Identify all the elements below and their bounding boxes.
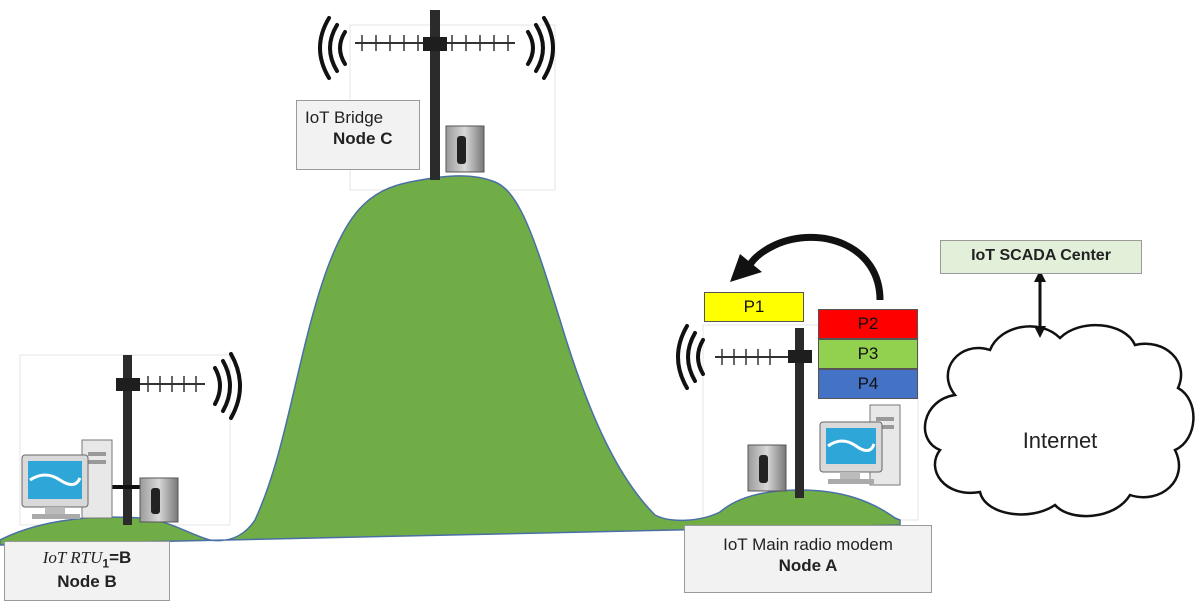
packet-p1: P1 <box>704 292 804 322</box>
node-a-label: IoT Main radio modem Node A <box>684 525 932 593</box>
signal-waves-icon <box>213 352 242 420</box>
internet-cloud <box>923 323 1195 518</box>
radio-modem-icon <box>747 444 787 492</box>
terrain-hills <box>0 175 901 546</box>
node-b-name: Node B <box>57 572 117 592</box>
internet-label: Internet <box>1022 428 1098 453</box>
packet-p3: P3 <box>818 339 918 369</box>
node-b-role-sub: 1 <box>102 556 110 571</box>
radio-modem-icon <box>139 477 179 523</box>
computer-icon <box>819 404 901 486</box>
scada-link-arrow <box>1034 270 1046 338</box>
node-b-role-var: IoT RTU <box>42 548 103 567</box>
tower-a-mast <box>795 328 804 498</box>
signal-waves-icon <box>676 324 705 390</box>
node-b-label: IoT RTU1=B Node B <box>4 541 170 601</box>
node-a-name: Node A <box>778 556 838 576</box>
node-c-label: IoT Bridge Node C <box>296 100 420 170</box>
packet-p2: P2 <box>818 309 918 339</box>
tower-c-mast <box>430 10 440 180</box>
packet-p4: P4 <box>818 369 918 399</box>
tower-b <box>21 352 242 525</box>
node-a-role: IoT Main radio modem <box>723 535 893 554</box>
computer-icon <box>21 439 113 519</box>
tower-c-clamp <box>423 37 447 51</box>
node-c-role: IoT Bridge <box>305 108 384 127</box>
tower-a <box>676 324 901 498</box>
node-b-role: IoT RTU1=B <box>5 547 169 571</box>
radio-modem-icon <box>445 125 485 173</box>
node-c-name: Node C <box>333 129 393 149</box>
curved-arrow <box>730 233 884 301</box>
tower-b-mast <box>123 355 132 525</box>
node-b-role-suffix: =B <box>109 548 132 567</box>
scada-center-label: IoT SCADA Center <box>940 240 1142 274</box>
signal-waves-icon <box>318 16 555 80</box>
tower-c <box>318 10 555 180</box>
